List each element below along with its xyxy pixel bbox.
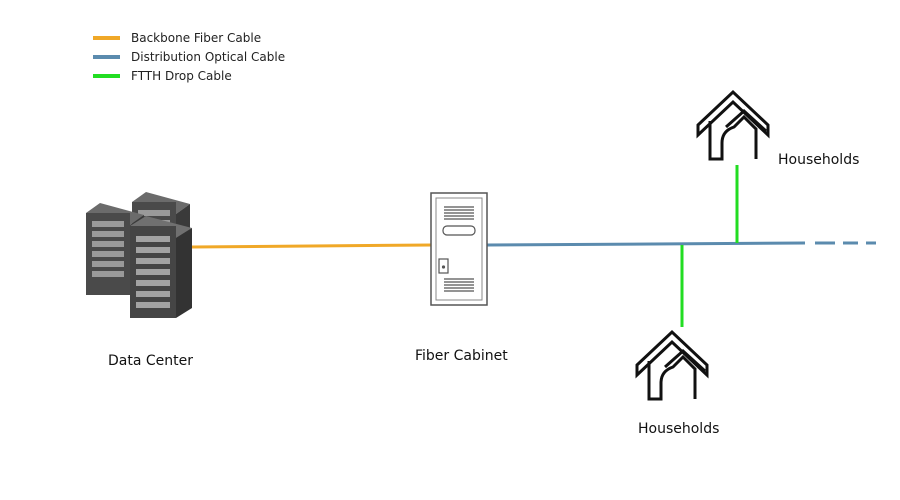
households-bottom-label: Households bbox=[638, 421, 720, 437]
households-top-label: Households bbox=[778, 152, 860, 168]
fiber-cabinet-label: Fiber Cabinet bbox=[415, 348, 508, 364]
data-center-label: Data Center bbox=[108, 353, 193, 369]
house-icon-bottom bbox=[635, 329, 709, 401]
distribution-optical-cable bbox=[486, 241, 806, 247]
house-icon-top bbox=[696, 89, 770, 161]
fiber-cabinet-icon bbox=[430, 192, 488, 306]
legend-swatch-backbone bbox=[93, 36, 120, 40]
legend-label-ftth: FTTH Drop Cable bbox=[131, 69, 232, 83]
legend-swatch-ftth bbox=[93, 74, 120, 78]
legend-label-distribution: Distribution Optical Cable bbox=[131, 50, 286, 64]
server-rack-icon bbox=[86, 192, 192, 318]
legend-item-ftth: FTTH Drop Cable bbox=[93, 67, 232, 85]
backbone-fiber-cable bbox=[191, 243, 433, 249]
legend-item-distribution: Distribution Optical Cable bbox=[93, 48, 285, 66]
legend-swatch-distribution bbox=[93, 55, 120, 59]
legend-label-backbone: Backbone Fiber Cable bbox=[131, 31, 262, 45]
legend-item-backbone: Backbone Fiber Cable bbox=[93, 29, 261, 47]
